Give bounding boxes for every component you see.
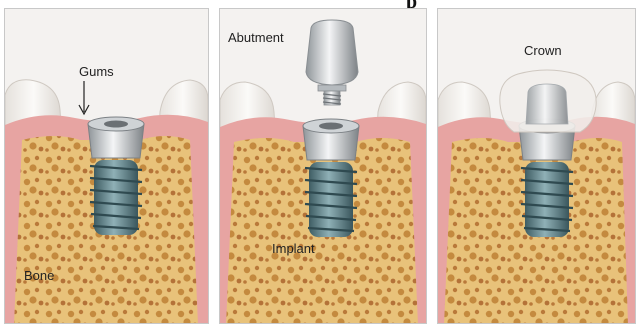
implant-fixture-1 xyxy=(88,117,144,235)
label-abutment: Abutment xyxy=(228,30,284,45)
label-implant: Implant xyxy=(272,241,315,256)
crown-part xyxy=(500,70,596,132)
label-gums: Gums xyxy=(79,64,114,79)
label-crown: Crown xyxy=(524,43,562,58)
implant-fixture-3 xyxy=(519,119,575,237)
implant-fixture-2 xyxy=(303,119,359,237)
label-bone: Bone xyxy=(24,268,54,283)
panel-2-illustration xyxy=(220,9,426,325)
